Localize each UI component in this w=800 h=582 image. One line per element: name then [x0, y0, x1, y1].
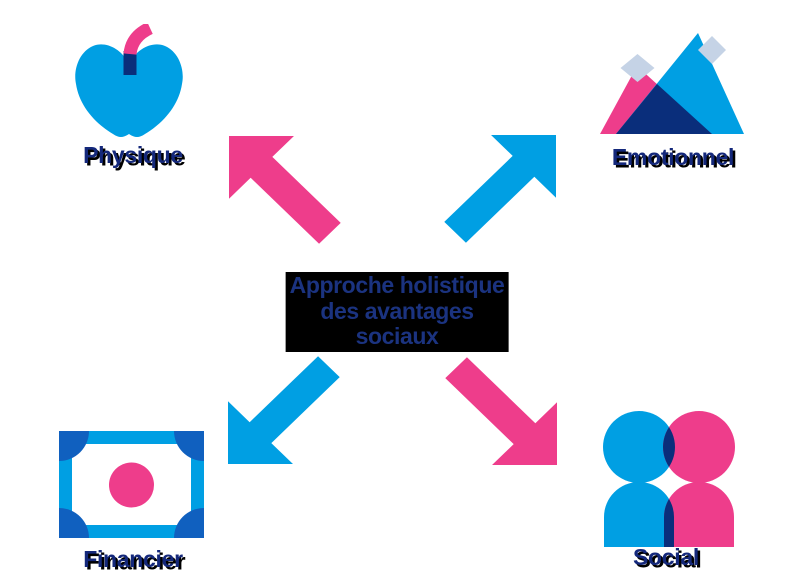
banknote-corner — [59, 431, 89, 461]
mountains-icon — [600, 33, 744, 134]
banknote-corner — [174, 508, 204, 538]
snow-cap — [698, 36, 726, 64]
center-title: Approche holistique des avantages sociau… — [285, 272, 509, 352]
label-social: Social — [633, 544, 699, 570]
label-physique: Physique — [83, 142, 183, 168]
label-financier: Financier — [83, 546, 183, 572]
label-emotionnel: Emotionnel — [611, 144, 735, 170]
expand-arrow-down-right-icon — [445, 357, 557, 465]
center-title-line3: sociaux — [355, 323, 439, 349]
center-title-line1: Approche holistique — [289, 272, 505, 298]
apple-icon — [75, 24, 183, 137]
snow-cap — [620, 54, 655, 82]
banknote-corner — [59, 508, 89, 538]
banknote-corner — [174, 431, 204, 461]
people-icon — [603, 411, 735, 547]
expand-arrow-up-left-icon — [229, 136, 341, 244]
banknote-coin — [109, 462, 154, 508]
expand-arrow-up-right-icon — [444, 135, 556, 243]
expand-arrow-down-left-icon — [228, 356, 340, 464]
center-title-line2: des avantages — [320, 297, 474, 324]
banknote-icon — [59, 431, 204, 538]
apple-stem — [123, 51, 137, 75]
apple-leaf — [123, 24, 153, 55]
